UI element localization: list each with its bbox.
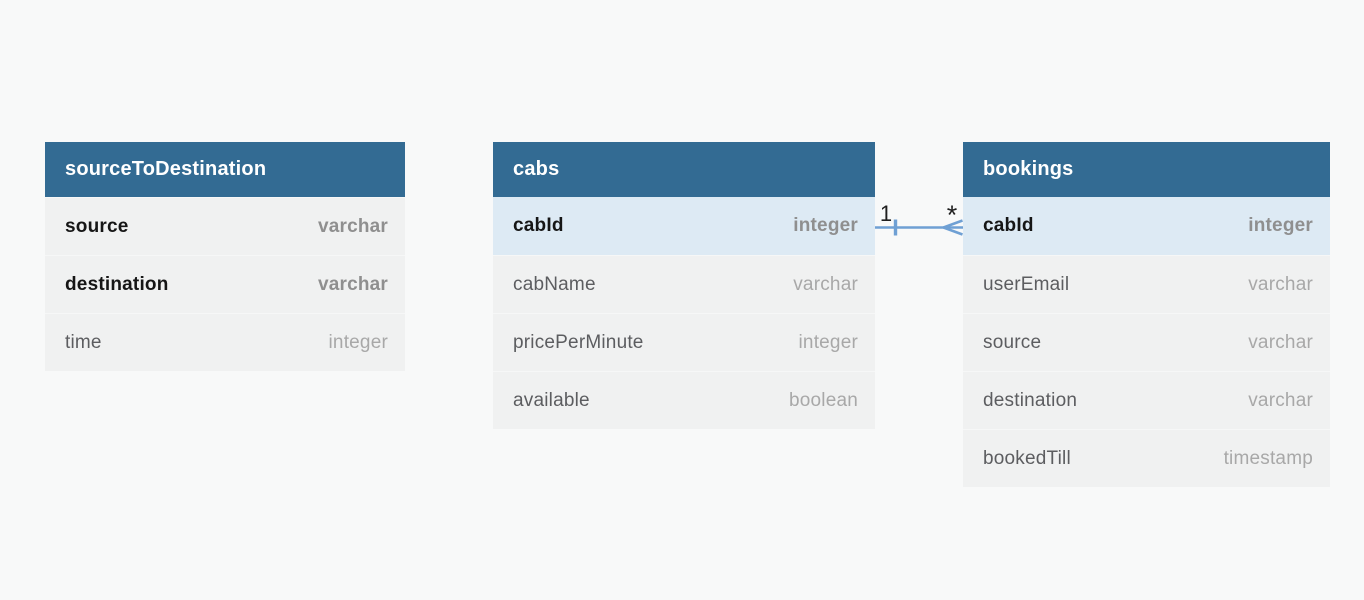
field-type: integer — [328, 331, 388, 353]
table-row[interactable]: cabId integer — [963, 197, 1330, 255]
table-header[interactable]: bookings — [963, 142, 1330, 197]
relation-line[interactable] — [875, 219, 963, 236]
crow-foot-icon — [943, 226, 963, 236]
table-row[interactable]: available boolean — [493, 371, 875, 429]
field-name: cabId — [513, 215, 564, 236]
table-row[interactable]: time integer — [45, 313, 405, 371]
field-type: varchar — [317, 273, 388, 295]
table-title: bookings — [983, 158, 1074, 180]
field-name: source — [983, 331, 1042, 353]
table-title: cabs — [513, 158, 560, 180]
field-name: userEmail — [983, 273, 1070, 295]
table-row[interactable]: cabName varchar — [493, 255, 875, 313]
field-name: bookedTill — [983, 447, 1071, 469]
table-row[interactable]: pricePerMinute integer — [493, 313, 875, 371]
table-row[interactable]: userEmail varchar — [963, 255, 1330, 313]
table-cabs[interactable]: cabs cabId integer cabName varchar price… — [493, 142, 875, 429]
field-type: boolean — [788, 389, 858, 411]
table-header[interactable]: sourceToDestination — [45, 142, 405, 197]
table-bookings[interactable]: bookings cabId integer userEmail varchar… — [963, 142, 1330, 487]
field-type: integer — [1248, 215, 1313, 236]
field-type: varchar — [1248, 389, 1313, 411]
field-type: timestamp — [1223, 447, 1313, 469]
field-name: destination — [65, 273, 169, 295]
table-row[interactable]: source varchar — [45, 197, 405, 255]
field-name: cabId — [983, 215, 1034, 236]
field-name: source — [65, 215, 129, 237]
field-type: varchar — [317, 215, 388, 237]
table-row[interactable]: destination varchar — [45, 255, 405, 313]
table-row[interactable]: source varchar — [963, 313, 1330, 371]
table-row[interactable]: destination varchar — [963, 371, 1330, 429]
field-type: varchar — [1248, 273, 1313, 295]
table-sourceToDestination[interactable]: sourceToDestination source varchar desti… — [45, 142, 405, 371]
cardinality-one-label: 1 — [880, 201, 892, 226]
field-type: varchar — [793, 273, 858, 295]
field-name: pricePerMinute — [513, 331, 644, 353]
field-type: integer — [793, 215, 858, 236]
table-row[interactable]: cabId integer — [493, 197, 875, 255]
field-name: available — [513, 389, 590, 411]
field-type: varchar — [1248, 331, 1313, 353]
table-row[interactable]: bookedTill timestamp — [963, 429, 1330, 487]
field-name: cabName — [513, 273, 596, 295]
field-name: destination — [983, 389, 1078, 411]
field-name: time — [65, 331, 102, 353]
table-title: sourceToDestination — [65, 158, 267, 180]
field-type: integer — [798, 331, 858, 353]
crow-foot-icon — [943, 219, 963, 229]
table-header[interactable]: cabs — [493, 142, 875, 197]
